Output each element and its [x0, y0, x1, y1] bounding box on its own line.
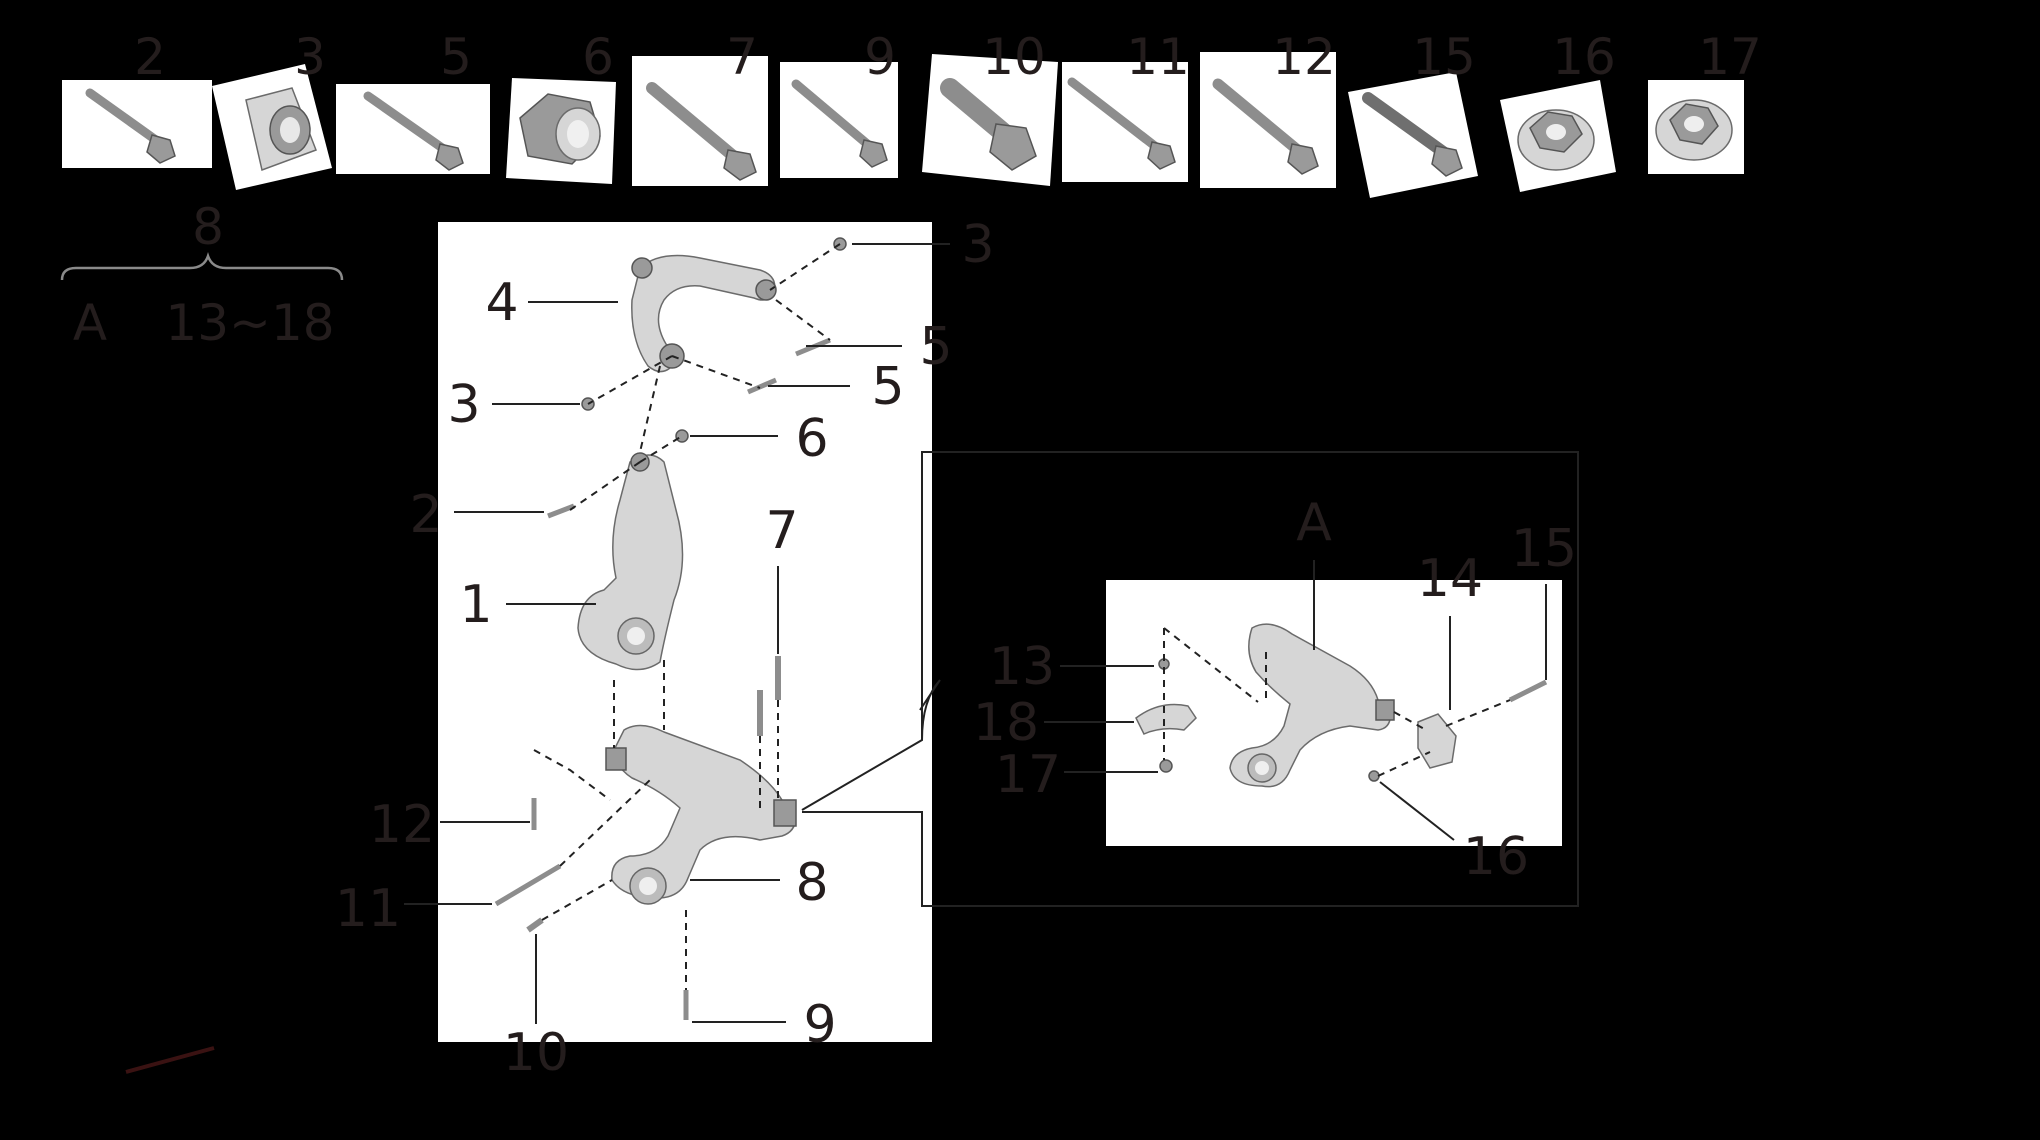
callout-5-lower: 5 — [871, 357, 904, 417]
thumbnail-part-2[interactable]: 2 — [62, 28, 212, 168]
thumbnail-part-3[interactable]: 3 — [212, 28, 332, 190]
detail-bracket — [801, 451, 1579, 907]
thumbnail-label: 10 — [982, 28, 1046, 86]
main-panel-background — [438, 222, 932, 1042]
bolt-icon — [1212, 78, 1319, 175]
bolt-icon — [646, 82, 757, 181]
nut-part-6[interactable] — [675, 429, 689, 443]
thumbnail-label: 3 — [294, 28, 326, 86]
callout-6: 6 — [795, 409, 828, 469]
bolt-part-7[interactable] — [757, 656, 781, 736]
callout-4: 4 — [485, 273, 518, 333]
callout-2: 2 — [409, 485, 442, 545]
callout-7: 7 — [765, 501, 798, 561]
arrow-mark-icon — [125, 1046, 215, 1074]
steering-knuckle-part-1[interactable] — [577, 452, 684, 671]
thumbnail-strip: 2 3 5 — [62, 28, 1762, 198]
nut-part-16[interactable] — [1368, 770, 1380, 782]
assembly-dashed-lines — [533, 243, 841, 990]
bolt-icon — [1067, 77, 1176, 170]
callout-1: 1 — [459, 575, 492, 635]
nut-icon — [1517, 109, 1595, 171]
clamp-part-18[interactable] — [1135, 703, 1197, 735]
callout-a: A — [1296, 493, 1332, 553]
lower-control-arm-part-8[interactable] — [605, 724, 797, 905]
bolt-part-2[interactable] — [547, 503, 575, 519]
nut-icon — [1655, 99, 1733, 161]
callout-3-upper: 3 — [961, 215, 994, 275]
callout-16: 16 — [1463, 827, 1529, 887]
thumbnail-part-9[interactable]: 9 — [780, 28, 898, 178]
callout-18: 18 — [973, 693, 1039, 753]
detail-dashed-lines — [1163, 627, 1511, 777]
bolt-part-10[interactable] — [526, 917, 544, 933]
thumbnail-label: 11 — [1126, 28, 1190, 86]
group-note-left: A — [73, 294, 107, 352]
callout-17: 17 — [995, 745, 1061, 805]
callout-14: 14 — [1417, 549, 1483, 609]
callout-10: 10 — [503, 1023, 569, 1083]
detail-view-a: A 14 15 13 18 17 16 — [973, 493, 1577, 887]
callout-11: 11 — [335, 879, 401, 939]
thumbnail-label: 16 — [1552, 28, 1616, 86]
main-exploded-view: 3 4 5 5 3 6 2 7 1 12 8 11 9 10 — [335, 215, 995, 1083]
bolt-part-11[interactable] — [494, 863, 562, 907]
group-note: 8 A 13~18 — [60, 198, 344, 352]
nut-part-17[interactable] — [1159, 759, 1173, 773]
bolt-part-5-lower[interactable] — [747, 377, 777, 395]
callout-5-upper: 5 — [919, 317, 952, 377]
thumbnail-label: 12 — [1272, 28, 1336, 86]
washer-plate-icon — [245, 87, 317, 172]
thumbnail-label: 17 — [1698, 28, 1762, 86]
callout-8: 8 — [795, 853, 828, 913]
thumbnail-label: 5 — [440, 28, 472, 86]
bracket-part-14[interactable] — [1417, 713, 1457, 769]
bolt-part-15[interactable] — [1508, 679, 1548, 703]
thumbnail-part-5[interactable]: 5 — [336, 28, 490, 174]
thumbnail-label: 2 — [134, 28, 166, 86]
group-note-right: 13~18 — [165, 294, 334, 352]
thumbnail-part-16[interactable]: 16 — [1500, 28, 1616, 192]
bolt-icon — [363, 91, 464, 171]
callout-3-lower: 3 — [447, 375, 480, 435]
detail-callouts: A 14 15 13 18 17 16 — [973, 493, 1577, 887]
thumbnail-part-7[interactable]: 7 — [632, 28, 768, 186]
bolt-icon — [791, 79, 888, 168]
nut-icon — [519, 93, 601, 165]
thumbnail-part-10[interactable]: 10 — [922, 28, 1058, 186]
callout-15: 15 — [1511, 519, 1577, 579]
leader-lines — [404, 243, 950, 1024]
curly-brace-icon — [60, 252, 344, 281]
callout-13: 13 — [989, 637, 1055, 697]
lower-arm-assembly-a[interactable] — [1229, 623, 1395, 788]
main-callouts: 3 4 5 5 3 6 2 7 1 12 8 11 9 10 — [335, 215, 995, 1083]
thumbnail-label: 6 — [582, 28, 614, 86]
callout-12: 12 — [369, 795, 435, 855]
bolt-icon — [940, 78, 1037, 171]
bolt-icon — [85, 88, 176, 164]
thumbnail-part-17[interactable]: 17 — [1648, 28, 1762, 174]
thumbnail-label: 7 — [726, 28, 758, 86]
thumbnail-part-15[interactable]: 15 — [1348, 28, 1478, 198]
thumbnail-label: 15 — [1412, 28, 1476, 86]
thumbnail-part-6[interactable]: 6 — [506, 28, 616, 184]
thumbnail-label: 9 — [864, 28, 896, 86]
thumbnail-part-12[interactable]: 12 — [1200, 28, 1336, 188]
bolt-icon — [1362, 92, 1463, 177]
callout-9: 9 — [803, 995, 836, 1055]
group-note-number: 8 — [192, 198, 224, 256]
detail-leader-lines — [1044, 560, 1547, 841]
thumbnail-part-11[interactable]: 11 — [1062, 28, 1190, 182]
